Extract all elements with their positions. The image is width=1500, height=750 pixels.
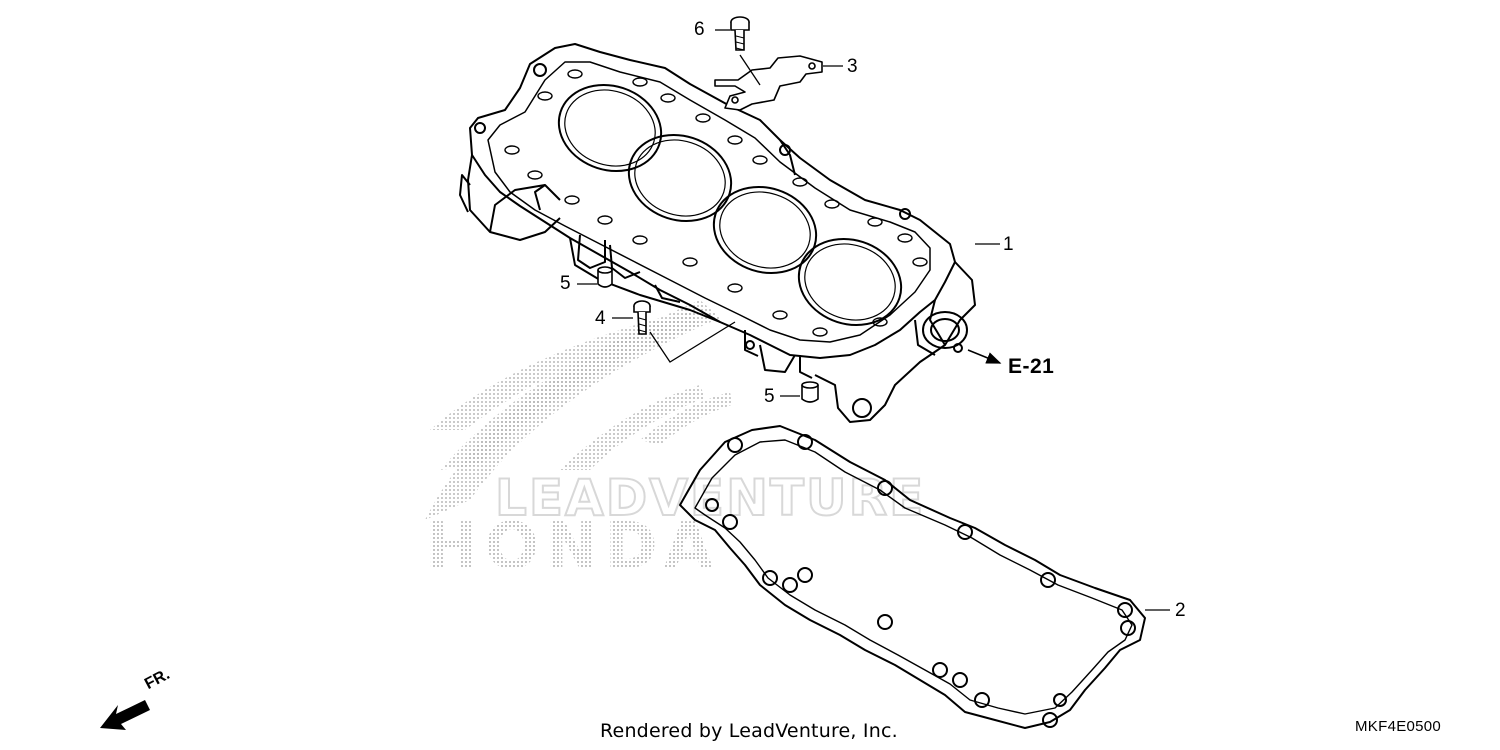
leader-lines: [577, 29, 1170, 611]
cylinder-block: [459, 43, 976, 423]
callout-part-3[interactable]: 3: [847, 56, 858, 77]
honda-brand-watermark: HONDA: [425, 510, 719, 584]
callout-part-5-lower[interactable]: 5: [764, 386, 775, 407]
callout-part-2[interactable]: 2: [1175, 600, 1186, 621]
bracket-part-3: [714, 55, 823, 111]
front-direction-arrow: [100, 700, 150, 730]
diagram-code: MKF4E0500: [1355, 718, 1442, 735]
honda-wing-watermark: [425, 300, 732, 520]
bolt-part-4: [633, 300, 651, 335]
dowel-pin-upper: [597, 266, 613, 288]
callout-part-5-upper[interactable]: 5: [560, 273, 571, 294]
honda-brand-text: HONDA: [425, 510, 719, 584]
callout-part-1[interactable]: 1: [1003, 234, 1014, 255]
cylinder-gasket: [679, 425, 1146, 729]
bolt-part-6: [730, 16, 750, 51]
callout-part-6[interactable]: 6: [694, 19, 705, 40]
callout-part-4[interactable]: 4: [595, 308, 606, 329]
reference-arrow: [967, 349, 1002, 364]
reference-label-e21[interactable]: E-21: [1008, 355, 1055, 378]
dowel-pin-lower: [801, 381, 819, 403]
footer-credit: Rendered by LeadVenture, Inc.: [600, 720, 898, 742]
